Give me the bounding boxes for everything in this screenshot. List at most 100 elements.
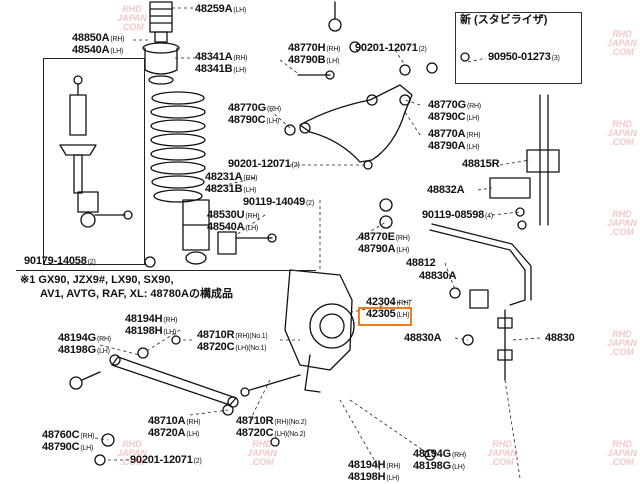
part-side: (2) [291,162,300,169]
part-side: (RH) [396,300,411,307]
part-side: (2) [306,200,315,207]
part-number: 48815R [462,158,500,170]
part-side: (LH) [186,431,200,438]
part-number: 48830 [545,332,575,344]
lower-arm-no2-part [240,374,301,397]
part-side: (RH) [395,235,410,242]
part-side: (RH) [245,213,260,220]
part-number: 48790C [42,441,80,453]
part-label-48720a: 48720A(LH) [148,428,199,440]
part-label-48790c-r: 48790C(LH) [428,112,479,124]
part-number: 48341A [195,51,233,63]
part-side: (LH) [451,464,465,471]
part-number: 48194G [413,448,451,460]
part-number: 48720A [148,427,186,439]
part-side: (RH) [233,55,248,62]
part-side: (RH) [451,452,466,459]
part-side: (LH) [163,329,177,336]
part-side: (RH) [110,36,125,43]
part-number: 48760C [42,429,80,441]
part-label-48341a: 48341A(RH) [195,51,248,64]
part-label-48770e: 48770E(RH) [358,232,410,244]
part-number: 48198H [125,325,163,337]
part-label-90179-14058: 90179-14058(2) [24,256,96,268]
part-side: (RH) [466,103,481,110]
part-number: 48710A [148,415,186,427]
part-label-48815r: 48815R [462,158,500,170]
shock-absorber-part [182,199,277,265]
part-label-48540a-mid: 48540A(LH) [207,222,258,234]
part-side: (LH)(No.2) [274,431,306,438]
part-number: 48832A [427,184,465,196]
part-number: 90201-12071 [355,42,418,54]
part-label-48231a: 48231A(RH) [205,171,258,184]
part-number: 48194G [58,332,96,344]
part-number: 48770E [358,231,395,243]
part-number: 48194H [348,459,386,471]
part-label-48790c-l: 48790C(LH) [228,115,279,127]
part-number: 90119-14049 [243,196,306,208]
part-side: (LH) [233,67,247,74]
part-number: 48540A [207,221,245,233]
leader-lines [94,7,541,479]
part-label-48830a-top: 48830A [419,271,457,282]
part-number: 48790A [428,140,466,152]
part-label-48770g-l: 48770G(RH) [228,103,281,115]
part-label-48830a-bot: 48830A [404,333,442,344]
part-side: (LH) [96,348,110,355]
part-number: 48850A [72,32,110,44]
part-label-48770a: 48770A(RH) [428,129,481,141]
part-label-48760c: 48760C(RH) [42,429,95,442]
upper-control-arm-part [297,70,413,170]
part-number: 48710R [236,415,274,427]
part-number: 48770G [228,102,266,114]
knuckle-hub-part [284,269,355,393]
part-side: (LH) [80,445,94,452]
part-number: 48194H [125,313,163,325]
part-side: (LH) [326,58,340,65]
part-label-48341b: 48341B(LH) [195,64,246,76]
part-label-48194h: 48194H(RH) [125,313,178,326]
part-side: (RH) [386,463,401,470]
highlight-box-42305 [358,307,412,326]
fastener-parts [69,1,527,466]
part-label-48812: 48812 [406,258,436,269]
part-side: (RH) [266,106,281,113]
part-label-48194h-bot: 48194H(RH) [348,459,401,472]
part-side: (RH) [326,46,341,53]
part-label-48259a: 48259A(LH) [195,4,246,16]
part-number: 90179-14058 [24,255,87,267]
part-number: 48540A [72,44,110,56]
part-number: 48231A [205,171,243,183]
part-number: 48790B [288,54,326,66]
part-side: (RH) [466,132,481,139]
part-side: (LH) [466,115,480,122]
part-side: (LH) [386,475,400,482]
part-side: (RH)(No.2) [274,419,307,426]
part-number: 48710R [197,329,235,341]
part-label-42305: 42305(LH) [366,309,410,321]
part-label-48790b: 48790B(LH) [288,55,339,67]
part-side: (2) [418,46,427,53]
part-side: (RH)(No.1) [235,333,268,340]
part-number: 90201-12071 [130,454,193,466]
part-side: (2) [193,458,202,465]
part-side: (RH) [243,175,258,182]
part-label-48194g-r: 48194G(RH) [413,449,466,461]
part-number: 90119-08598 [422,209,485,221]
part-side: (LH) [245,225,259,232]
part-label-48790c-bot: 48790C(LH) [42,442,93,454]
part-label-90950-01273: 90950-01273(3) [488,52,560,64]
part-label-48720c-bot: 48720C(LH)(No.2) [236,428,306,440]
part-label-48830: 48830 [545,333,575,344]
part-side: (LH) [396,247,410,254]
inset-shock-part [59,75,133,228]
part-number: 48720C [197,341,235,353]
part-side: (LH) [243,187,257,194]
